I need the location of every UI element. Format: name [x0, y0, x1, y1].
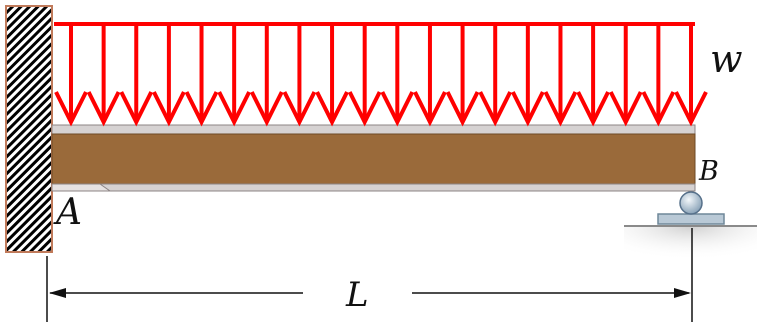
load-arrow-head	[250, 91, 284, 127]
beam-weld-fillet	[51, 183, 112, 192]
load-arrow-head	[54, 91, 88, 127]
load-arrow-head	[282, 91, 317, 127]
span-label: L	[346, 275, 369, 315]
load-label: w	[710, 37, 743, 81]
load-arrow-head	[641, 91, 676, 127]
load-arrow-head	[674, 91, 708, 127]
beam-web	[51, 133, 696, 185]
load-arrow-head	[184, 91, 219, 127]
fixed-wall	[5, 5, 53, 253]
load-arrow-head	[413, 91, 447, 127]
load-arrow-head	[576, 91, 610, 127]
load-arrow-head	[445, 91, 480, 127]
load-arrow-head	[119, 91, 154, 127]
roller-base-plate	[657, 213, 725, 225]
load-arrow-head	[380, 91, 415, 127]
load-arrow-head	[511, 91, 545, 127]
beam-bottom-flange	[51, 183, 696, 192]
load-arrow-head	[152, 91, 186, 127]
load-arrow-head	[315, 91, 349, 127]
support-a-label: A	[56, 192, 82, 233]
load-arrow-head	[86, 91, 121, 127]
beam-top-flange	[51, 124, 696, 135]
span-dimension	[46, 228, 693, 322]
dimension-arrow-right	[674, 288, 691, 298]
ground-shading	[624, 226, 757, 269]
load-arrow-head	[347, 91, 382, 127]
load-arrow-head	[478, 91, 512, 127]
support-b-label: B	[699, 156, 719, 187]
load-arrow-head	[543, 91, 578, 127]
load-arrow-head	[608, 91, 643, 127]
beam	[51, 124, 696, 192]
roller-support-icon	[624, 191, 757, 269]
roller-ball	[679, 191, 703, 215]
dimension-arrow-left	[49, 288, 66, 298]
load-arrow-head	[217, 91, 251, 127]
distributed-load	[54, 22, 708, 127]
